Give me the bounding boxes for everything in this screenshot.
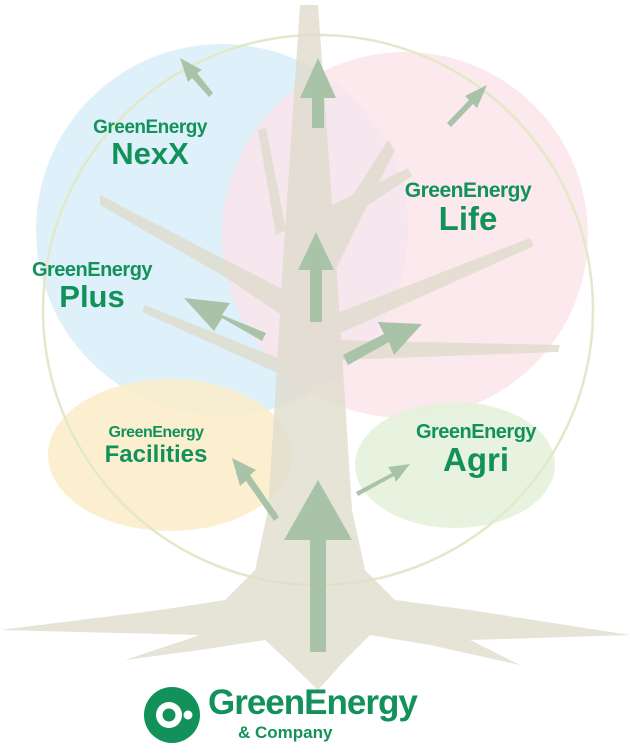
trunk-arrow <box>284 480 352 652</box>
agri-ellipse <box>355 402 555 528</box>
label-agri-name: Agri <box>443 441 509 478</box>
agri-arrow <box>356 464 410 496</box>
logo-subtitle: & Company <box>238 723 333 742</box>
label-plus: GreenEnergy Plus <box>4 260 180 314</box>
middle-arrow <box>298 232 334 322</box>
label-nexx-prefix: GreenEnergy <box>93 117 207 138</box>
label-plus-prefix: GreenEnergy <box>31 259 153 281</box>
growth-arrows <box>180 58 487 652</box>
top-arrow <box>300 58 336 128</box>
company-logo: GreenEnergy & Company <box>142 683 472 749</box>
logo-name: GreenEnergy <box>208 683 418 722</box>
facilities-arrow <box>232 458 279 521</box>
label-facilities-prefix: GreenEnergy <box>108 424 204 441</box>
plus-arrow <box>184 298 266 341</box>
label-life-name: Life <box>438 200 498 238</box>
life-top-arrow <box>447 85 487 127</box>
label-facilities-name: Facilities <box>104 440 208 468</box>
nexx-arrow <box>180 58 213 97</box>
label-agri-prefix: GreenEnergy <box>415 421 537 443</box>
label-nexx: GreenEnergy NexX <box>60 118 240 170</box>
label-nexx-name: NexX <box>111 135 189 171</box>
label-plus-name: Plus <box>59 279 125 314</box>
facilities-ellipse <box>48 379 292 531</box>
label-facilities: GreenEnergy Facilities <box>68 424 244 468</box>
logo-mark-icon <box>144 687 200 743</box>
life-arrow <box>343 322 422 365</box>
label-agri: GreenEnergy Agri <box>386 422 566 478</box>
label-life: GreenEnergy Life <box>378 179 558 238</box>
label-life-prefix: GreenEnergy <box>404 179 532 202</box>
